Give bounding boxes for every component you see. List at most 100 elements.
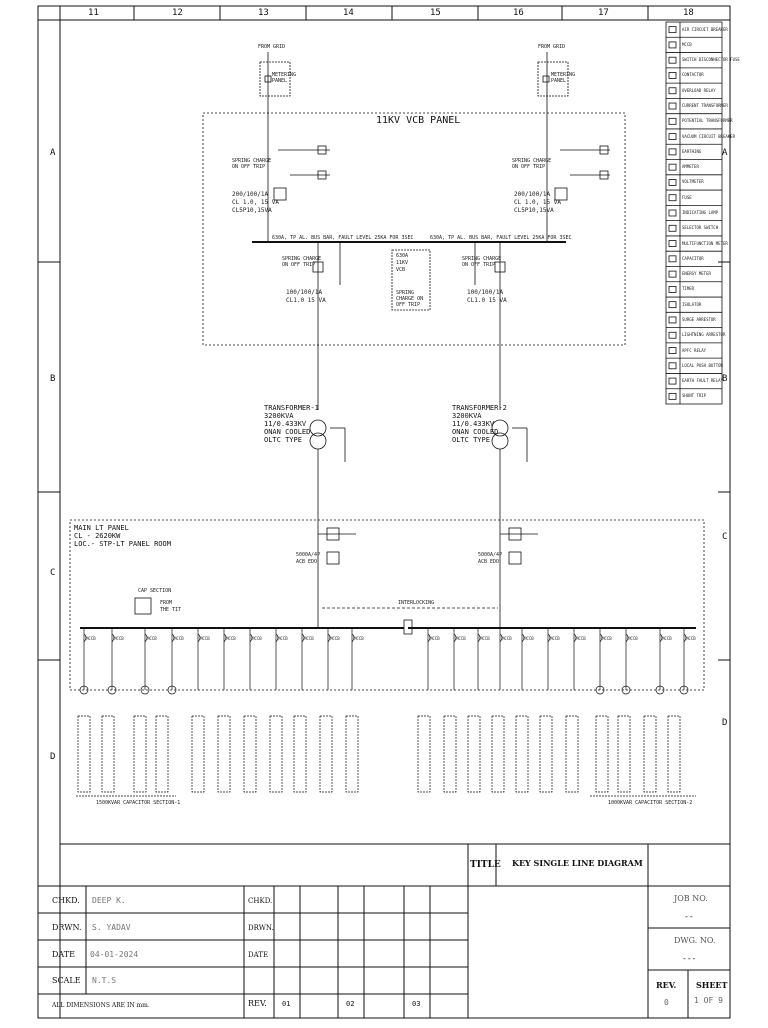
legend-item-label: CURRENT TRANSFORMER — [682, 103, 728, 109]
capacitor-bank-icon — [79, 685, 89, 695]
transformer-1-name: TRANSFORMER-1 — [264, 404, 319, 412]
mccb-symbol-icon — [223, 633, 227, 643]
feeder-mccb-label: MCCB — [174, 636, 184, 641]
mccb-symbol-icon — [499, 633, 503, 643]
legend-table — [665, 21, 723, 405]
mccb-symbol-icon — [453, 633, 457, 643]
spring-charge-left: SPRING CHARGE ON OFF TRIP — [232, 158, 272, 170]
coupler-voltage: 11KV — [396, 260, 409, 266]
feeder-label-box — [319, 715, 333, 793]
feeder-ct-right-2: CL1.0 15 VA — [467, 297, 507, 304]
feeder-mccb-label: MCCB — [200, 636, 210, 641]
capacitor-bank-icon — [140, 685, 150, 695]
feeder-mccb-label: MCCB — [430, 636, 440, 641]
metering-panel-left: METERING PANEL — [272, 72, 297, 84]
legend-item-label: ISOLATOR — [682, 301, 702, 307]
feeder-label-box — [101, 715, 115, 793]
ct-right-3: CL5P10,15VA — [514, 207, 554, 214]
title-value: KEY SINGLE LINE DIAGRAM — [512, 858, 643, 868]
feeder-label-box — [617, 715, 631, 793]
transformer-1-type: OLTC TYPE — [264, 436, 302, 444]
legend-item-label: FUSE — [682, 194, 692, 200]
legend-item-label: SELECTOR SWITCH — [682, 225, 719, 231]
feeder-mccb-label: MCCB — [304, 636, 314, 641]
legend-symbol-icon — [668, 377, 677, 385]
from-grid-right: FROM GRID — [538, 44, 566, 50]
title-block — [38, 843, 730, 1018]
incomer-right-1: 5000A/4P — [478, 552, 503, 558]
transformer-1-rating: 3200KVA — [264, 412, 294, 420]
feeder-label-box — [539, 715, 553, 793]
feeder-mccb-label: MCCB — [354, 636, 364, 641]
transformer-1-cooling: ONAN COOLED — [264, 428, 311, 436]
feeder-label-boxes — [76, 715, 696, 797]
mccb-symbol-icon — [327, 633, 331, 643]
coupler-spring-charge: SPRING CHARGE ON OFF TRIP — [396, 290, 424, 308]
capacitor-bank-icon — [167, 685, 177, 695]
rev-label: REV. — [656, 980, 677, 990]
job-no-value: -- — [684, 912, 694, 921]
feeder-label-box — [269, 715, 283, 793]
grid-row-c-right: C — [722, 532, 728, 542]
rev-grid-rev: REV. — [248, 999, 267, 1008]
feeder-label-box — [515, 715, 529, 793]
metering-panel-right: METERING PANEL — [551, 72, 576, 84]
rev-col-03: 03 — [412, 1000, 421, 1008]
ct-left-3: CL5P10,15VA — [232, 207, 272, 214]
legend-item-label: EARTH FAULT RELAY — [682, 378, 723, 384]
capacitor-bank-icon — [595, 685, 605, 695]
coupler-type: VCB — [396, 267, 406, 273]
feeder-spring-left: SPRING CHARGE ON OFF TRIP — [282, 256, 322, 268]
legend-symbol-icon — [668, 331, 677, 339]
feeder-mccb-label: MCCB — [662, 636, 672, 641]
job-no-label: JOB NO. — [674, 894, 708, 903]
lt-panel-title: MAIN LT PANEL CL - 2620KW LOC.- STP-LT P… — [74, 524, 171, 548]
feeder-ct-left-1: 100/100/1A — [286, 289, 323, 296]
sheet-value: 1 OF 9 — [694, 996, 723, 1005]
grid-col-18: 18 — [683, 8, 694, 18]
feeder-label-box — [243, 715, 257, 793]
legend-symbol-icon — [668, 270, 677, 278]
hv-panel-diagram — [202, 52, 626, 628]
legend-item-label: MCCB — [682, 41, 692, 47]
grid-row-b-left: B — [50, 374, 56, 384]
chkd-value: DEEP K. — [92, 896, 126, 905]
capacitor-section-2-caption: 1000KVAR CAPACITOR SECTION-2 — [608, 800, 693, 806]
drwn-value: S. YADAV — [92, 923, 131, 932]
feeder-label-box — [565, 715, 579, 793]
feeder-mccb-label: MCCB — [330, 636, 340, 641]
grid-row-d-right: D — [722, 718, 728, 728]
legend-item-label: AIR CIRCUIT BREAKER — [682, 26, 728, 32]
legend-symbol-icon — [668, 87, 677, 95]
transformer-2-voltage: 11/0.433KV — [452, 420, 495, 428]
dwg-no-value: --- — [682, 954, 697, 963]
legend-item-label: LOCAL PUSH BUTTON — [682, 362, 723, 368]
chkd-label: CHKD. — [52, 896, 80, 905]
legend-item-label: APFC RELAY — [682, 347, 707, 353]
legend-item-label: CONTACTOR — [682, 72, 704, 78]
feeder-label-box — [643, 715, 657, 793]
feeder-mccb-label: MCCB — [686, 636, 696, 641]
grid-col-17: 17 — [598, 8, 609, 18]
incomer-left-2: ACB EDO — [296, 559, 318, 565]
feeder-mccb-label: MCCB — [576, 636, 586, 641]
legend-symbol-icon — [668, 285, 677, 293]
capacitor-bank-icon — [107, 685, 117, 695]
rev-value: 0 — [664, 998, 669, 1007]
feeder-mccb-label: MCCB — [226, 636, 236, 641]
drwn-label: DRWN. — [52, 923, 82, 932]
legend-symbol-icon — [668, 362, 677, 370]
mccb-symbol-icon — [625, 633, 629, 643]
legend-symbol-icon — [668, 209, 677, 217]
rev-grid-date: DATE — [248, 951, 269, 959]
legend-symbol-icon — [668, 392, 677, 400]
capacitor-bank-icon — [679, 685, 689, 695]
feeder-mccb-label: MCCB — [147, 636, 157, 641]
feeder-mccb-label: MCCB — [480, 636, 490, 641]
grid-row-b-right: B — [722, 374, 728, 384]
mccb-symbol-icon — [477, 633, 481, 643]
feeder-label-box — [467, 715, 481, 793]
from-grid-left: FROM GRID — [258, 44, 286, 50]
hv-panel-title: 11KV VCB PANEL — [376, 115, 461, 126]
legend-symbol-icon — [668, 133, 677, 141]
